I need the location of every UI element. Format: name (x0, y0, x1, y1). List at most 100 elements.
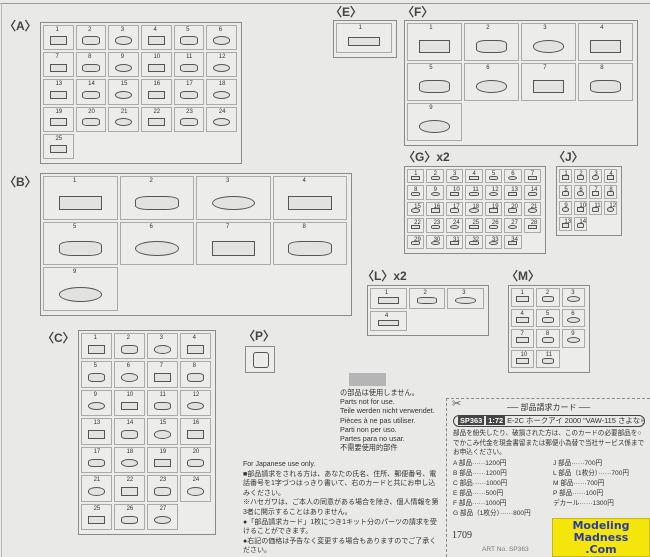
part-number: 8 (545, 331, 550, 337)
part-number: 21 (530, 203, 538, 210)
sprue-part-cell: 4 (604, 169, 617, 183)
sprue-part-cell: 3 (447, 288, 484, 309)
sprue-part-cell: 2 (408, 288, 446, 309)
price-row: F 部品······1000円 (453, 500, 507, 507)
part-outline (180, 63, 198, 72)
part-number: 1 (414, 171, 418, 177)
part-number: 7 (530, 171, 535, 177)
product-band: SP363 1:72 E-2C ホークアイ 2000 "VAW-115 さよなら… (453, 415, 645, 427)
part-number: 1 (358, 25, 362, 31)
sprue-label-g: 〈G〉x2 (403, 150, 450, 164)
sprue-part-cell: 3 (445, 169, 464, 184)
part-number: 3 (594, 171, 598, 177)
part-outline (147, 63, 165, 72)
part-outline (115, 118, 133, 127)
sprue-part-cell: 12 (484, 185, 503, 200)
sprue-part-cell: 12 (180, 389, 211, 417)
part-number: 24 (192, 477, 200, 484)
part-outline (153, 401, 172, 411)
part-outline (377, 297, 399, 304)
part-outline (87, 458, 106, 468)
sprue-part-cell: 7 (147, 361, 178, 388)
part-number: 8 (88, 54, 92, 61)
part-number: 1 (520, 290, 524, 296)
art-number: ART No. SP363 (482, 546, 529, 553)
part-outline (153, 487, 172, 496)
part-number: 3 (159, 335, 163, 341)
sprue-part-cell: 15 (147, 418, 178, 445)
part-outline (469, 175, 479, 180)
sprue-part-cell: 13 (81, 418, 112, 445)
part-number: 5 (73, 223, 77, 230)
part-number: 2 (423, 290, 427, 296)
part-outline (120, 430, 139, 439)
sprue-part-cell: 8 (604, 185, 617, 199)
part-number: 4 (472, 171, 476, 177)
part-outline (213, 90, 231, 99)
sprue-part-cell: 26 (484, 218, 503, 233)
part-number: 3 (571, 290, 575, 296)
part-number: 6 (579, 187, 583, 193)
sprue-part-cell: 1 (370, 288, 407, 309)
part-outline (87, 430, 106, 439)
part-number: 4 (302, 178, 306, 184)
sprue-part-cell: 6 (504, 169, 522, 184)
part-number: 10 (579, 203, 587, 209)
sprue-part-cell: 6 (206, 25, 237, 51)
part-number: 8 (609, 187, 613, 193)
part-number: 3 (453, 171, 457, 177)
part-outline (135, 195, 179, 211)
part-number: 7 (55, 54, 59, 61)
part-outline (120, 344, 139, 354)
part-number: 4 (609, 171, 613, 177)
sprue-part-cell: 28 (523, 218, 541, 233)
part-number: 8 (600, 65, 604, 71)
part-number: 19 (55, 108, 63, 115)
part-outline (347, 36, 381, 47)
part-number: 13 (93, 420, 101, 427)
part-outline (115, 90, 133, 99)
part-outline (120, 458, 139, 468)
part-outline (508, 175, 518, 180)
part-outline (455, 297, 477, 304)
sprue-p (245, 346, 275, 373)
part-number: 17 (93, 448, 101, 455)
part-outline (592, 191, 599, 196)
part-number: 26 (491, 220, 499, 227)
sprue-part-cell: 15 (108, 79, 139, 105)
sprue-part-cell: 18 (206, 79, 237, 105)
sprue-part-cell: 4 (370, 310, 407, 331)
sprue-part-cell: 3 (589, 169, 602, 183)
part-outline (411, 208, 421, 213)
sprue-part-cell: 9 (559, 201, 572, 215)
sprue-part-cell: 12 (206, 52, 237, 78)
sprue-part-cell: 26 (114, 503, 145, 530)
part-outline (527, 224, 537, 230)
part-number: 8 (302, 223, 306, 230)
part-number: 11 (186, 54, 193, 61)
part-outline (49, 63, 67, 72)
top-rule (0, 3, 650, 4)
sprue-part-cell: 4 (465, 169, 483, 184)
left-rule (1, 3, 2, 557)
part-number: 8 (414, 187, 418, 194)
sprue-part-cell: 1 (407, 23, 462, 61)
part-outline (418, 80, 451, 93)
part-number: 6 (126, 363, 130, 370)
part-outline (469, 241, 479, 246)
part-outline (527, 208, 537, 213)
part-number: 4 (520, 310, 524, 317)
sprue-label-b: 〈B〉 (4, 175, 37, 189)
sprue-part-cell: 29 (407, 234, 425, 249)
part-outline (577, 207, 584, 212)
sprue-part-cell: 21 (523, 201, 541, 217)
page-number: 1709 (452, 530, 472, 541)
sprue-part-cell: 4 (180, 333, 211, 360)
price-row: L 部品（1枚分）······700円 (553, 470, 629, 477)
part-number: 21 (120, 108, 128, 115)
part-number: 14 (530, 187, 538, 194)
sprue-part-cell: 5 (173, 25, 205, 51)
